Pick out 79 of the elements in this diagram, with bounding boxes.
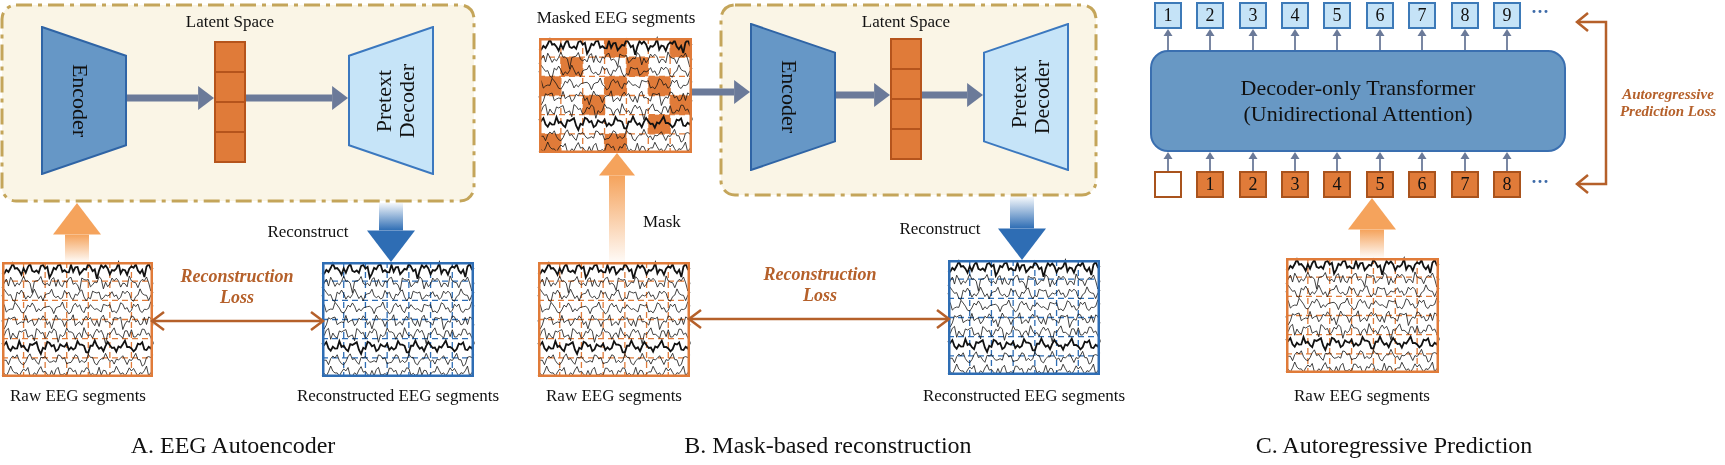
- latent-vector: [890, 38, 922, 160]
- arrow: [1417, 29, 1427, 51]
- arrow: [1502, 152, 1512, 172]
- panel-caption: B. Mask-based reconstruction: [683, 432, 973, 460]
- arrow: [1460, 29, 1470, 51]
- arrow: [1205, 152, 1215, 172]
- block-label: Pretext Decoder: [371, 62, 419, 140]
- edge-label: Reconstruction Loss: [179, 266, 295, 308]
- node-label: Latent Space: [861, 12, 951, 31]
- output-token: 9: [1493, 2, 1521, 29]
- arrow: [1375, 152, 1385, 172]
- node-label: Raw EEG segments: [1294, 386, 1430, 405]
- output-token: 8: [1451, 2, 1479, 29]
- input-token: 5: [1366, 171, 1394, 198]
- output-token: 7: [1408, 2, 1436, 29]
- input-token: 6: [1408, 171, 1436, 198]
- output-token: 5: [1323, 2, 1351, 29]
- node-label: Latent Space: [185, 12, 275, 31]
- input-token: 3: [1281, 171, 1309, 198]
- arrow: [1290, 152, 1300, 172]
- arrow: [1248, 152, 1258, 172]
- arrow: [1248, 29, 1258, 51]
- input-token: 8: [1493, 171, 1521, 198]
- edge-label: Mask: [643, 212, 682, 232]
- ellipsis: ···: [1531, 172, 1549, 193]
- input-token: 2: [1239, 171, 1267, 198]
- input-token: 1: [1196, 171, 1224, 198]
- arrow: [687, 308, 951, 330]
- eeg-drawing: [538, 262, 690, 377]
- edge-label: Reconstruct: [898, 219, 982, 239]
- eeg-drawing: [2, 262, 153, 377]
- arrow: [1290, 29, 1300, 51]
- eeg-drawing: [322, 262, 474, 377]
- node-label: Reconstructed EEG segments: [922, 386, 1126, 405]
- transformer-block: Decoder-only Transformer (Unidirectional Attention): [1150, 50, 1566, 152]
- eeg-drawing: [948, 260, 1100, 375]
- output-token: 3: [1239, 2, 1267, 29]
- edge-label: Reconstruct: [266, 222, 350, 242]
- arrow: [1332, 152, 1342, 172]
- arrow: [367, 203, 415, 262]
- arrow: [1163, 29, 1173, 51]
- arrow: [150, 310, 325, 332]
- node-label: Raw EEG segments: [546, 386, 682, 405]
- arrow: [53, 203, 101, 262]
- output-token: 6: [1366, 2, 1394, 29]
- input-token: 4: [1323, 171, 1351, 198]
- output-token: 2: [1196, 2, 1224, 29]
- block-label: Encoder: [777, 58, 801, 136]
- arrow: [127, 85, 214, 111]
- output-token: 1: [1154, 2, 1182, 29]
- latent-vector: [214, 41, 246, 163]
- panel-caption: C. Autoregressive Prediction: [1254, 432, 1534, 460]
- arrow: [998, 197, 1046, 260]
- arrow: [922, 82, 983, 108]
- input-token: 7: [1451, 171, 1479, 198]
- node-label: Masked EEG segments: [536, 8, 696, 27]
- block-label: Pretext Decoder: [1006, 58, 1054, 137]
- arrow: [1348, 198, 1396, 258]
- eeg-drawing: [1286, 258, 1439, 373]
- arrow: [246, 85, 348, 111]
- output-token: 4: [1281, 2, 1309, 29]
- node-label: Reconstructed EEG segments: [296, 386, 500, 405]
- arrow: [1163, 152, 1173, 172]
- arrow: [836, 82, 890, 108]
- arrow: [1460, 152, 1470, 172]
- arrow: [1375, 29, 1385, 51]
- arrow: [1502, 29, 1512, 51]
- arrow: [1332, 29, 1342, 51]
- eeg-drawing: [539, 38, 692, 153]
- node-label: Raw EEG segments: [10, 386, 146, 405]
- ellipsis: ···: [1531, 2, 1549, 23]
- empty-token: [1154, 171, 1182, 198]
- arrow: [1205, 29, 1215, 51]
- arrow: [1417, 152, 1427, 172]
- panel-caption: A. EEG Autoencoder: [129, 432, 337, 460]
- loss-label: Autoregressive Prediction Loss: [1618, 86, 1718, 121]
- block-label: Encoder: [68, 62, 92, 139]
- arrow: [599, 153, 635, 262]
- edge-label: Reconstruction Loss: [762, 264, 878, 306]
